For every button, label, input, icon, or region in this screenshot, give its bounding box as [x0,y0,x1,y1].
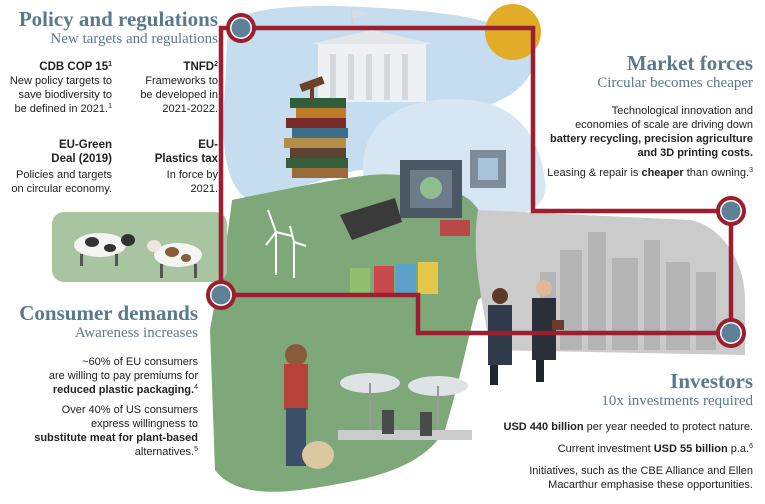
eu-plastics-tax-heading: EU- [198,139,218,151]
wind-turbine-icon [265,209,307,278]
market-text-line: battery recycling, precision agriculture [550,133,753,145]
market-text-line: and 3D printing costs. [637,147,753,159]
tnfd-text-line: be developed in [140,89,218,101]
consumer-text-line: ~60% of EU consumers [82,356,198,368]
tnfd-text-line: Frameworks to [145,75,218,87]
investors-text: USD 440 billion per year needed to prote… [470,420,753,492]
book-stack-icon [284,76,348,178]
policy-subtitle: New targets and regulations [50,31,218,47]
consumer-text-line: substitute meat for plant-based [34,432,198,444]
recycling-machine-icon [340,150,506,240]
tnfd-block: TNFD2 Frameworks to be developed in 2021… [118,60,218,116]
investors-text-line: USD 440 billion per year needed to prote… [503,421,753,433]
businessmen-handshake-icon [488,280,564,385]
consumer-text-line: alternatives.5 [134,446,198,458]
policy-section: Policy and regulations New targets and r… [8,8,218,48]
consumer-text-line: Over 40% of US consumers [61,404,198,416]
cdb-cop15-block: CDB COP 151 New policy targets to save b… [8,60,112,116]
connector-node-consumer [206,280,236,310]
policy-title: Policy and regulations [18,7,218,31]
cdb-text-line: save biodiversity to [18,89,112,101]
market-text-line: economies of scale are driving down [575,119,753,131]
recycling-bins-icon [350,262,438,294]
eu-green-deal-text: Policies and targets [16,169,112,181]
connector-node-market [716,196,746,226]
eu-plastics-tax-text: In force by [166,169,218,181]
consumer-subtitle: Awareness increases [74,325,198,341]
cdb-text-line: New policy targets to [9,75,112,87]
eu-plastics-tax-heading: Plastics tax [154,153,218,165]
market-section: Market forces Circular becomes cheaper [540,52,753,92]
consumer-text-line: reduced plastic packaging.4 [52,384,198,396]
eu-plastics-tax-block: EU- Plastics tax In force by 2021. [118,138,218,196]
cdb-cop15-heading: CDB COP 151 [39,61,112,73]
cdb-text-line: be defined in 2021.1 [14,103,113,115]
investors-section: Investors 10x investments required [540,370,753,410]
investors-title: Investors [670,369,753,393]
connector-node-policy [226,13,256,43]
market-text-line: Leasing & repair is cheaper than owning.… [547,167,753,179]
market-title: Market forces [626,51,753,75]
tnfd-heading: TNFD2 [183,61,218,73]
government-building-icon [310,10,434,102]
consumer-text-line: express willingness to [91,418,198,430]
eu-green-deal-heading: Deal (2019) [51,153,112,165]
consumer-title: Consumer demands [19,301,198,325]
investors-text-line: Macarthur emphasise these opportunities. [548,479,753,491]
eu-green-deal-block: EU-Green Deal (2019) Policies and target… [8,138,112,196]
market-stall-icon [338,373,472,440]
cow-icon [74,233,135,266]
eu-green-deal-text: on circular economy. [11,183,112,195]
connector-node-investors [716,318,746,348]
tnfd-text-line: 2021-2022. [162,103,218,115]
investors-subtitle: 10x investments required [601,393,753,409]
sun-icon [485,4,541,60]
investors-text-line: Current investment USD 55 billion p.a.6 [557,443,753,455]
eu-green-deal-heading: EU-Green [58,139,112,151]
connection-frame [218,25,734,336]
consumer-section: Consumer demands Awareness increases [10,302,198,342]
investors-text-line: Initiatives, such as the CBE Alliance an… [529,465,753,477]
market-text-line: Technological innovation and [611,105,753,117]
consumer-text: ~60% of EU consumers are willing to pay … [10,355,198,459]
cow-icon [147,240,202,278]
eu-plastics-tax-text: 2021. [190,183,218,195]
consumer-text-line: are willing to pay premiums for [48,370,198,382]
market-text: Technological innovation and economies o… [520,104,753,180]
woman-with-basket-icon [284,344,334,469]
market-subtitle: Circular becomes cheaper [597,75,753,91]
